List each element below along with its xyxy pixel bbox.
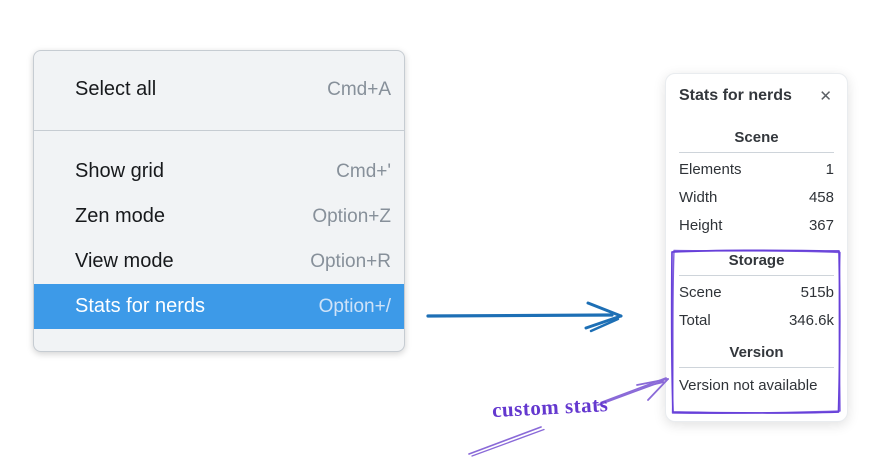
- menu-group-bottom: Show grid Cmd+' Zen mode Option+Z View m…: [34, 149, 404, 329]
- menu-item-shortcut: Cmd+': [336, 160, 391, 182]
- menu-item-show-grid[interactable]: Show grid Cmd+': [34, 149, 404, 194]
- stat-value: 1: [825, 161, 834, 178]
- section-heading: Storage: [728, 252, 785, 269]
- stat-row-scene-storage: Scene 515b: [679, 279, 834, 307]
- stat-label: Height: [679, 217, 723, 234]
- stat-label: Scene: [679, 284, 722, 301]
- stat-value: 458: [808, 189, 834, 206]
- context-menu: Select all Cmd+A Show grid Cmd+' Zen mod…: [33, 50, 405, 352]
- stat-value: 346.6k: [788, 312, 834, 329]
- stat-row-width: Width 458: [679, 184, 834, 212]
- stats-panel-header: Stats for nerds ✕: [679, 87, 834, 105]
- menu-divider: [34, 130, 404, 131]
- section-scene: Scene Elements 1 Width 458 Height 367: [679, 129, 834, 240]
- menu-item-label: Stats for nerds: [75, 295, 206, 317]
- menu-item-label: Select all: [75, 78, 157, 100]
- stat-label: Elements: [679, 161, 742, 178]
- stat-row-elements: Elements 1: [679, 156, 834, 184]
- section-divider: [679, 152, 834, 153]
- section-storage: Storage Scene 515b Total 346.6k: [679, 252, 834, 335]
- stat-value: 515b: [800, 284, 834, 301]
- menu-item-shortcut: Option+/: [318, 295, 391, 317]
- menu-item-stats-for-nerds[interactable]: Stats for nerds Option+/: [34, 284, 404, 329]
- stat-value: 367: [808, 217, 834, 234]
- stat-label: Total: [679, 312, 711, 329]
- menu-group-top: Select all Cmd+A: [34, 67, 404, 112]
- stat-label: Width: [679, 189, 718, 206]
- section-divider: [679, 367, 834, 368]
- annotation-arrow-tail: [468, 426, 545, 457]
- menu-item-label: View mode: [75, 250, 174, 272]
- stat-row-height: Height 367: [679, 212, 834, 240]
- menu-item-view-mode[interactable]: View mode Option+R: [34, 239, 404, 284]
- section-version: Version Version not available: [679, 344, 834, 400]
- menu-item-label: Show grid: [75, 160, 164, 182]
- section-heading: Scene: [734, 129, 779, 146]
- menu-item-shortcut: Option+Z: [312, 205, 391, 227]
- version-note: Version not available: [679, 377, 818, 394]
- section-divider: [679, 275, 834, 276]
- close-icon[interactable]: ✕: [819, 87, 832, 105]
- blue-arrow: [426, 301, 623, 333]
- section-heading: Version: [729, 344, 784, 361]
- menu-item-shortcut: Option+R: [310, 250, 391, 272]
- annotation-label: custom stats: [491, 392, 609, 423]
- stat-row-total-storage: Total 346.6k: [679, 307, 834, 335]
- stats-panel-title: Stats for nerds: [679, 87, 792, 104]
- menu-item-shortcut: Cmd+A: [327, 78, 391, 100]
- stats-panel: Stats for nerds ✕ Scene Elements 1 Width…: [665, 73, 848, 422]
- menu-item-label: Zen mode: [75, 205, 166, 227]
- menu-item-select-all[interactable]: Select all Cmd+A: [34, 67, 404, 112]
- menu-item-zen-mode[interactable]: Zen mode Option+Z: [34, 194, 404, 239]
